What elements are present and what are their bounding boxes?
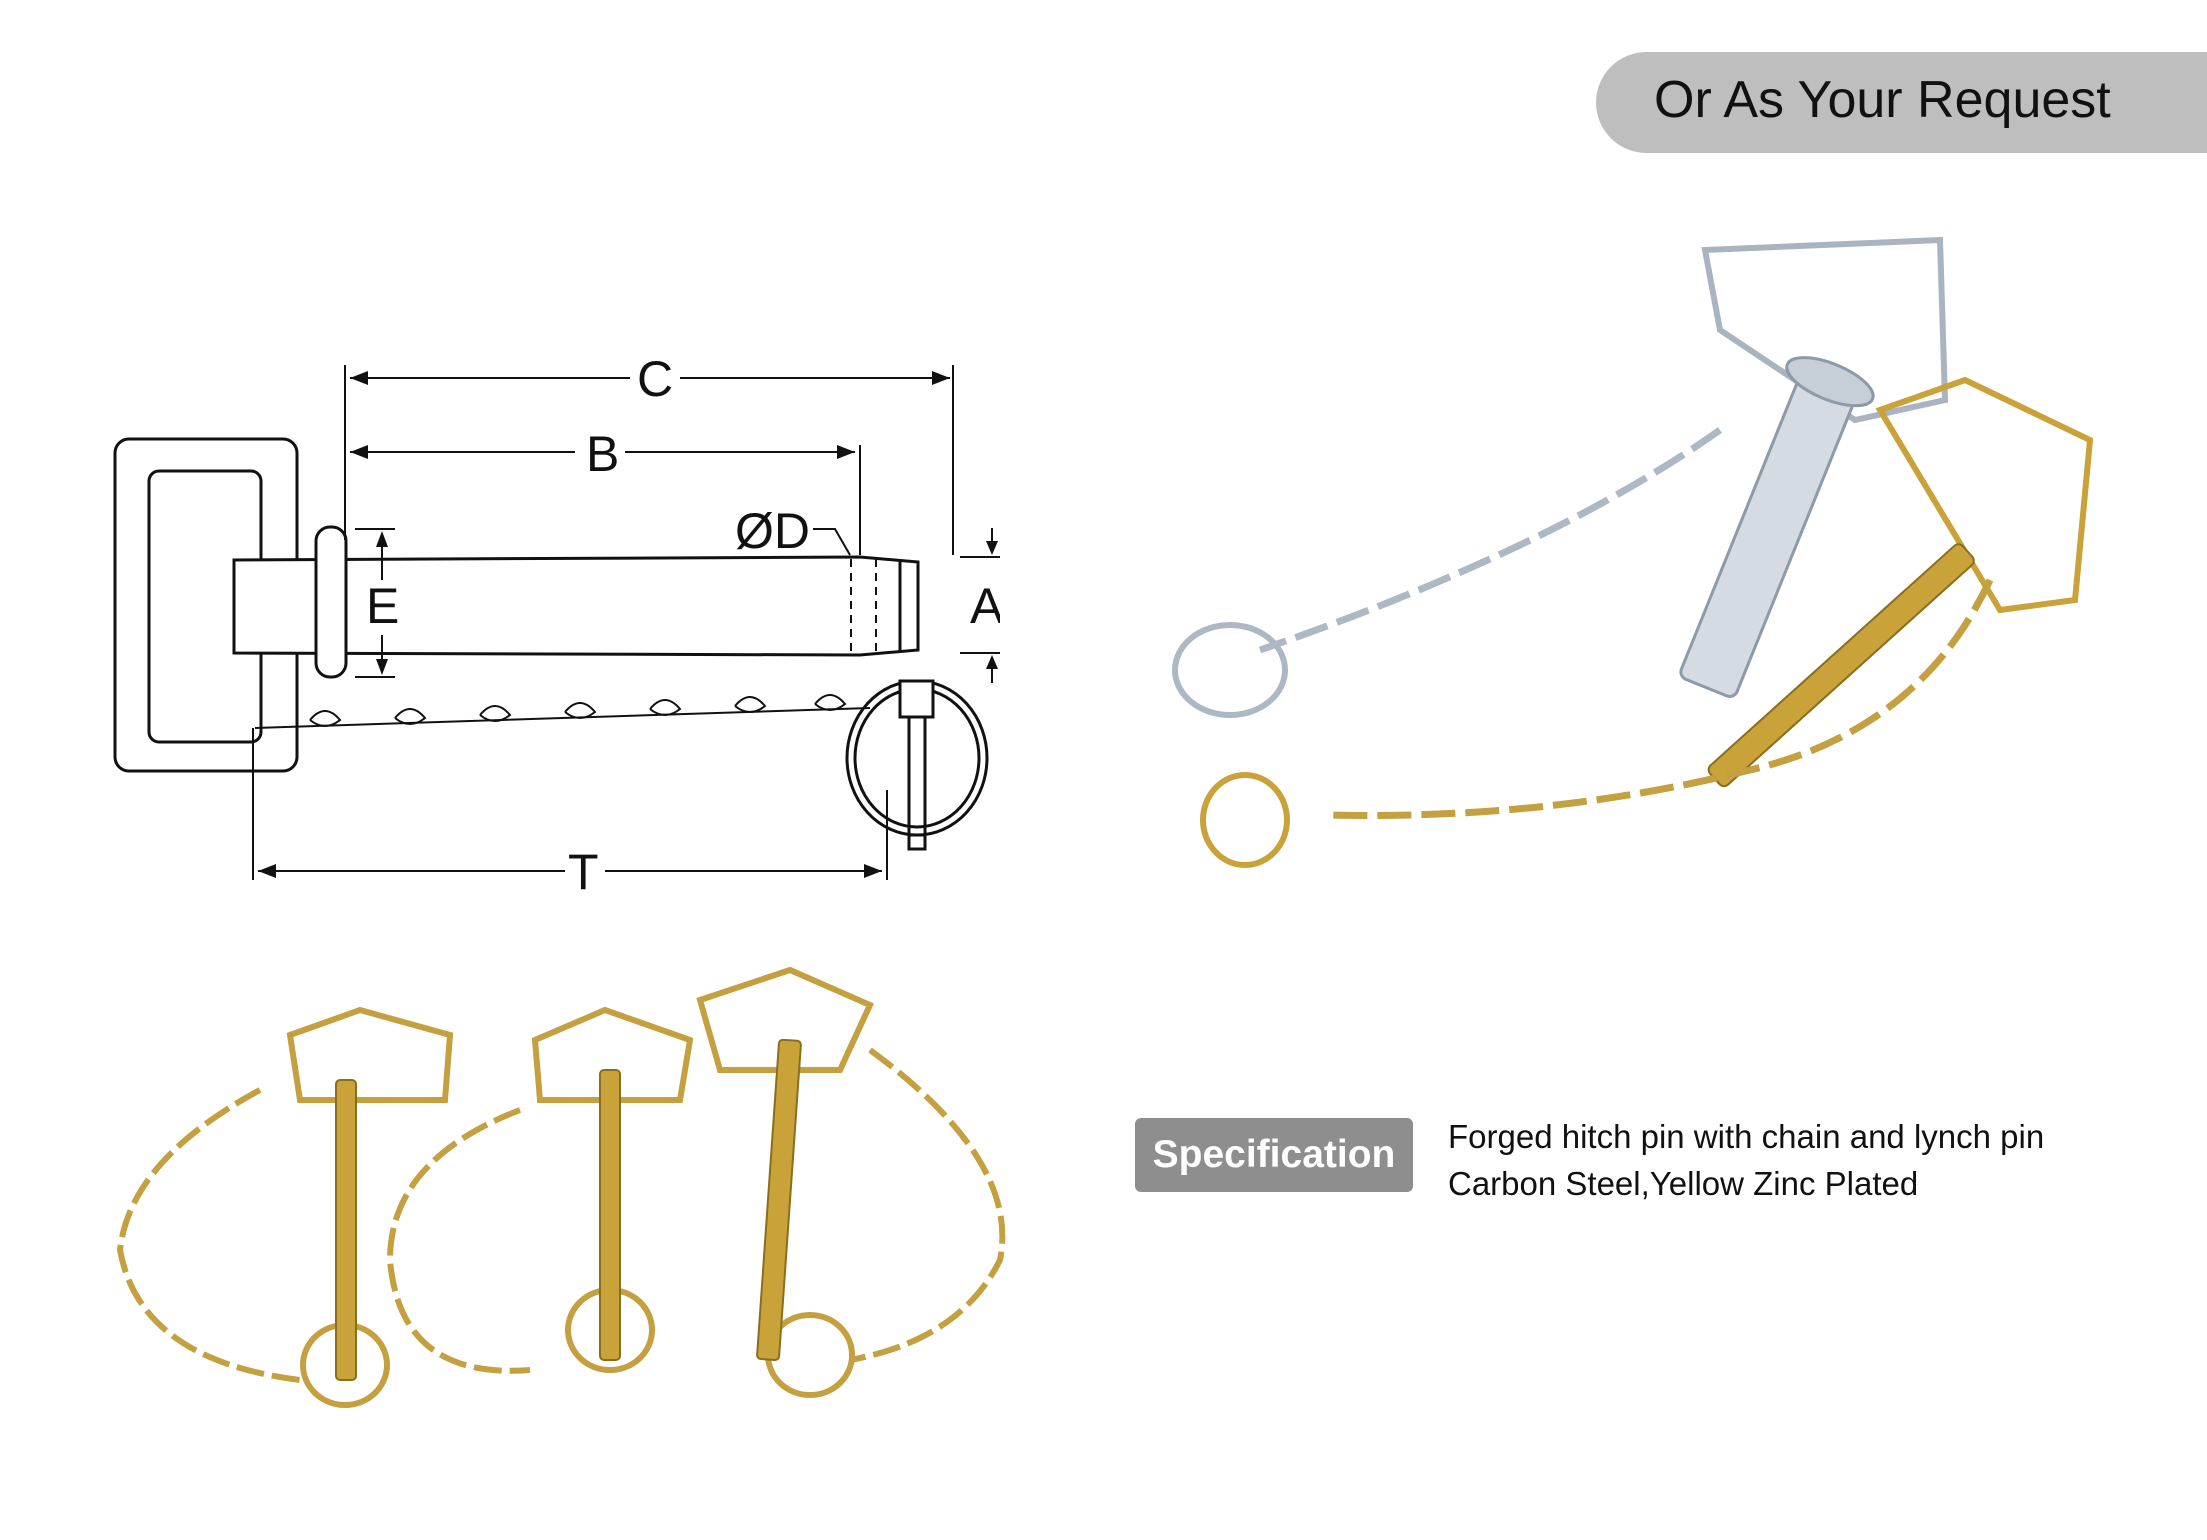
- specification-text: Forged hitch pin with chain and lynch pi…: [1448, 1113, 2044, 1207]
- spec-line-2: Carbon Steel,Yellow Zinc Plated: [1448, 1165, 1919, 1202]
- hitch-pin-diagram: C B ØD E A T: [113, 351, 1000, 900]
- dim-label-e: E: [366, 578, 399, 634]
- dim-label-c: C: [637, 351, 673, 407]
- spec-line-1: Forged hitch pin with chain and lynch pi…: [1448, 1118, 2045, 1155]
- request-label: Or As Your Request: [1654, 71, 2111, 129]
- request-pill: Or As Your Request: [1596, 52, 2207, 153]
- dim-label-b: B: [586, 426, 619, 482]
- dim-label-t: T: [568, 844, 599, 900]
- specification-badge: Specification: [1135, 1118, 1413, 1192]
- dim-label-d: ØD: [735, 503, 810, 559]
- product-photo-three-pins: [116, 966, 1006, 1408]
- dim-label-a: A: [970, 578, 1000, 634]
- product-photo-pair: [1172, 236, 2094, 868]
